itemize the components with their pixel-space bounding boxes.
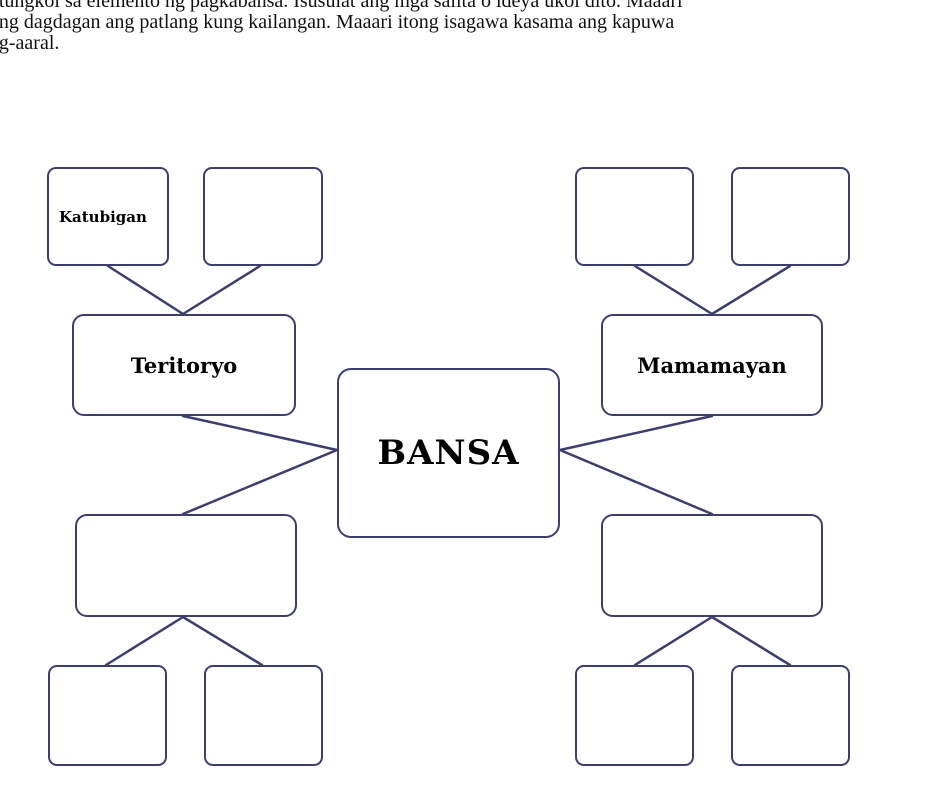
connector-bl-center: [181, 448, 339, 516]
center-node-bansa: BANSA: [337, 368, 560, 538]
connector-br-leaf2: [710, 615, 792, 667]
connector-tl-leaf2: [181, 264, 262, 316]
leaf-node-katubigan: Katubigan: [47, 167, 169, 266]
instruction-line-2: ang dagdagan ang patlang kung kailangan.…: [0, 11, 675, 33]
instruction-line-3: ag-aaral.: [0, 32, 60, 54]
connector-tr-leaf2: [710, 264, 792, 316]
mid-node-bottom-right[interactable]: [601, 514, 823, 617]
mid-node-mamamayan: Mamamayan: [601, 314, 823, 416]
leaf-node-top-right-1[interactable]: [575, 167, 694, 266]
connector-tl-leaf1: [106, 264, 185, 316]
instruction-line-1: atungkol sa elemento ng pagkabansa. Isus…: [0, 0, 683, 12]
leaf-node-bottom-right-2[interactable]: [731, 665, 850, 766]
mid-node-bottom-left[interactable]: [75, 514, 297, 617]
mid-node-teritoryo-label: Teritoryo: [130, 352, 238, 378]
mid-node-teritoryo: Teritoryo: [72, 314, 296, 416]
leaf-node-top-right-2[interactable]: [731, 167, 850, 266]
connector-br-center: [558, 448, 714, 516]
connector-br-leaf1: [633, 615, 714, 667]
connector-tr-center: [558, 414, 714, 452]
connector-bl-leaf1: [104, 615, 185, 667]
connector-bl-leaf2: [181, 615, 264, 667]
leaf-node-top-left-2[interactable]: [203, 167, 323, 266]
leaf-node-katubigan-label: Katubigan: [59, 207, 147, 226]
center-node-label: BANSA: [377, 433, 520, 473]
instructions-text: atungkol sa elemento ng pagkabansa. Isus…: [0, 0, 948, 54]
connector-tl-center: [181, 414, 339, 452]
leaf-node-bottom-right-1[interactable]: [575, 665, 694, 766]
leaf-node-bottom-left-2[interactable]: [204, 665, 323, 766]
mid-node-mamamayan-label: Mamamayan: [637, 352, 787, 378]
leaf-node-bottom-left-1[interactable]: [48, 665, 167, 766]
connector-tr-leaf1: [633, 264, 714, 316]
